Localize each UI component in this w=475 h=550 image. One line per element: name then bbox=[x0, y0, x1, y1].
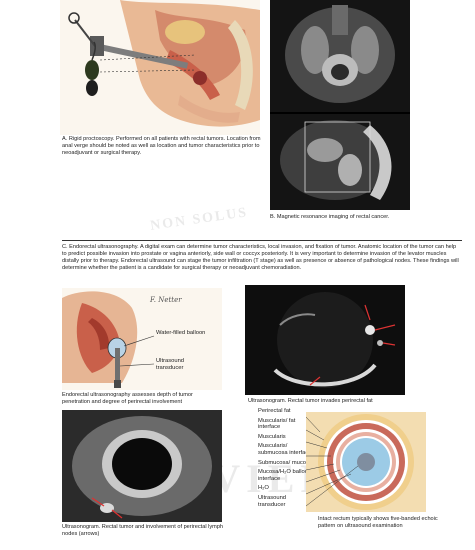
layer-label: H₂O bbox=[258, 485, 269, 492]
watermark-motto: NON SOLUS bbox=[149, 205, 250, 234]
mri-caption: B. Magnetic resonance imaging of rectal … bbox=[270, 214, 390, 220]
ultrasound-lymph-nodes bbox=[62, 410, 222, 522]
layers-caption: Intact rectum typically shows five-bande… bbox=[318, 516, 438, 529]
ultrasound-tumor-fat bbox=[245, 285, 405, 395]
layer-label: Submucosa/ mucosa bbox=[258, 459, 313, 466]
diagram-caption: Endorectal ultrasonography assesses dept… bbox=[62, 392, 193, 405]
proctoscopy-caption: A. Rigid proctoscopy. Performed on all p… bbox=[62, 136, 261, 156]
layer-label: Muscularis/ submucosa interface bbox=[258, 443, 312, 456]
ultrasound-left-caption: Ultrasonogram. Rectal tumor and involvem… bbox=[62, 524, 224, 537]
transducer-label: Ultrasound transducer bbox=[156, 358, 185, 371]
ultrasound-right-caption: Ultrasonogram. Rectal tumor invades peri… bbox=[248, 398, 373, 404]
mri-image bbox=[270, 0, 410, 210]
layer-label: Mucosa/H₂O balloon interface bbox=[258, 469, 312, 482]
netter-signature: F. Netter bbox=[150, 296, 182, 304]
balloon-label: Water-filled balloon bbox=[156, 330, 206, 336]
layer-label: Perirectal fat bbox=[258, 408, 291, 414]
layer-label: Ultrasound transducer bbox=[258, 494, 287, 508]
layer-labels: Perirectal fat Muscularis/ fat interface… bbox=[258, 408, 313, 508]
section-divider bbox=[62, 240, 462, 241]
layer-label: Muscularis/ fat interface bbox=[258, 417, 296, 431]
layer-label: Muscularis bbox=[258, 433, 286, 440]
proctoscopy-illustration bbox=[60, 0, 260, 135]
endorectal-diagram bbox=[62, 288, 222, 390]
endorectal-caption: C. Endorectal ultrasonography. A digital… bbox=[62, 244, 459, 271]
rectal-layers-diagram bbox=[305, 412, 426, 512]
